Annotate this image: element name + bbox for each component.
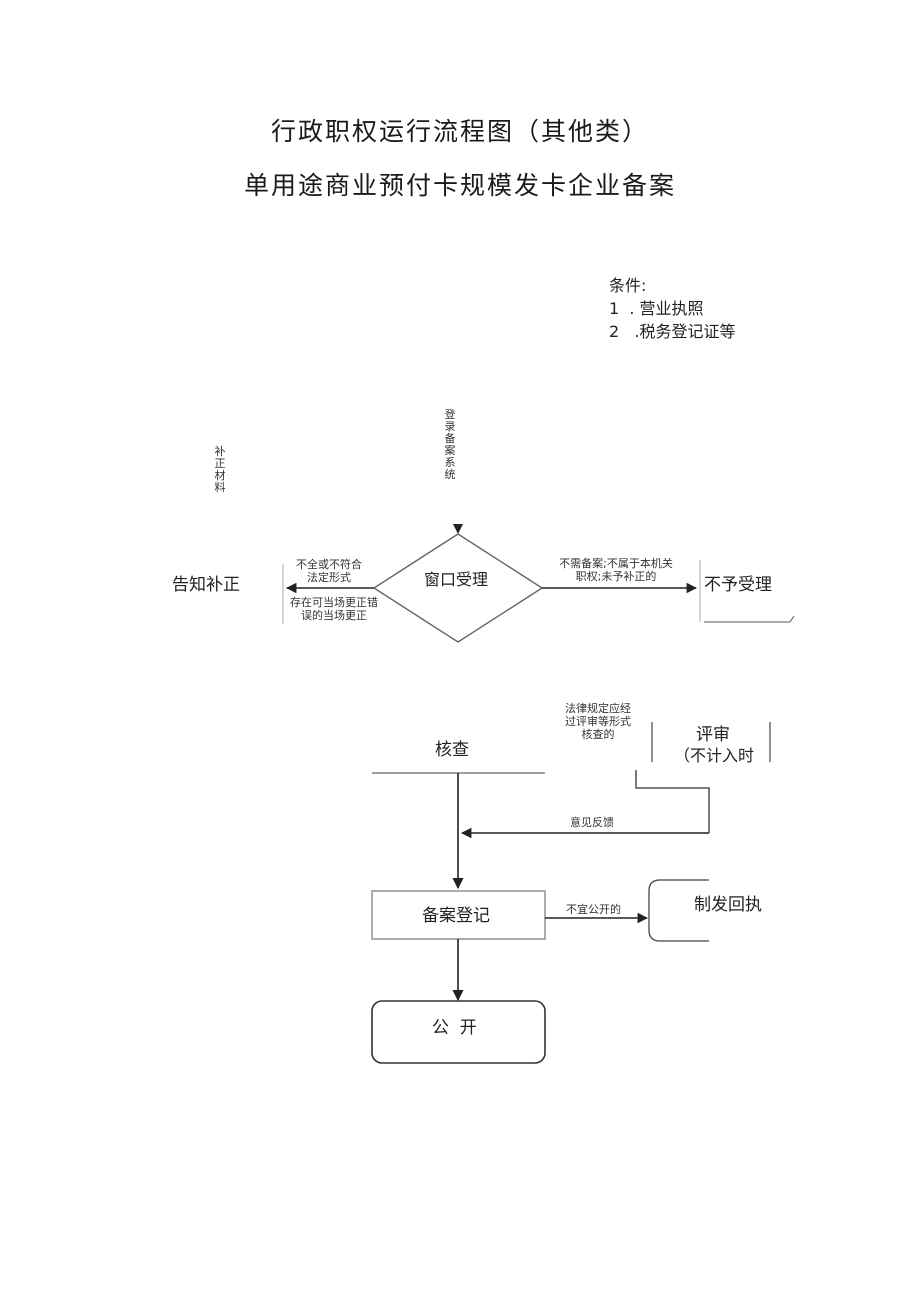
not-accepted-label: 不予受理 bbox=[704, 575, 772, 595]
filing-register-box bbox=[371, 890, 546, 940]
issue-receipt-label: 制发回执 bbox=[694, 895, 762, 915]
law-label-line2: 过评审等形式 bbox=[565, 715, 631, 728]
appraisal-return-line bbox=[635, 770, 710, 833]
reject-label-line1: 不需备案;不属于本机关 bbox=[559, 557, 673, 570]
window-accept-label: 窗口受理 bbox=[424, 570, 489, 589]
incomplete-label-line1: 不全或不符合 bbox=[296, 558, 362, 571]
notify-correction-label: 告知补正 bbox=[172, 575, 240, 595]
feedback-label: 意见反馈 bbox=[570, 816, 614, 829]
law-label-line3: 核查的 bbox=[581, 728, 615, 741]
supplement-material-label: 补正材料 bbox=[214, 445, 226, 494]
appraisal-label-line1: 评审 bbox=[696, 725, 730, 745]
publicize-box bbox=[371, 1000, 546, 1064]
entry-arrowhead bbox=[453, 524, 463, 534]
review-label: 核查 bbox=[435, 740, 469, 760]
incomplete-label-line2: 法定形式 bbox=[307, 571, 351, 584]
page-title: 行政职权运行流程图（其他类） bbox=[270, 117, 649, 146]
reject-label-line2: 职权;未予补正的 bbox=[575, 570, 657, 583]
condition-item-2: 2 .税务登记证等 bbox=[609, 322, 736, 341]
not-public-label: 不宜公开的 bbox=[566, 903, 621, 916]
receipt-box bbox=[648, 879, 709, 942]
correctable-label-line1: 存在可当场更正错 bbox=[290, 596, 378, 609]
conditions-heading: 条件: bbox=[609, 276, 647, 295]
filing-register-label: 备案登记 bbox=[422, 906, 490, 926]
page-subtitle: 单用途商业预付卡规模发卡企业备案 bbox=[243, 171, 676, 200]
correctable-label-line2: 误的当场更正 bbox=[301, 609, 367, 622]
condition-item-1: 1 . 营业执照 bbox=[609, 299, 704, 318]
law-label-line1: 法律规定应经 bbox=[565, 702, 631, 715]
system-entry-label: 登录备案系统 bbox=[444, 408, 456, 481]
appraisal-label-line2: （不计入时 bbox=[674, 746, 755, 765]
window-accept-diamond bbox=[372, 533, 544, 643]
publicize-label: 公 开 bbox=[432, 1018, 477, 1038]
